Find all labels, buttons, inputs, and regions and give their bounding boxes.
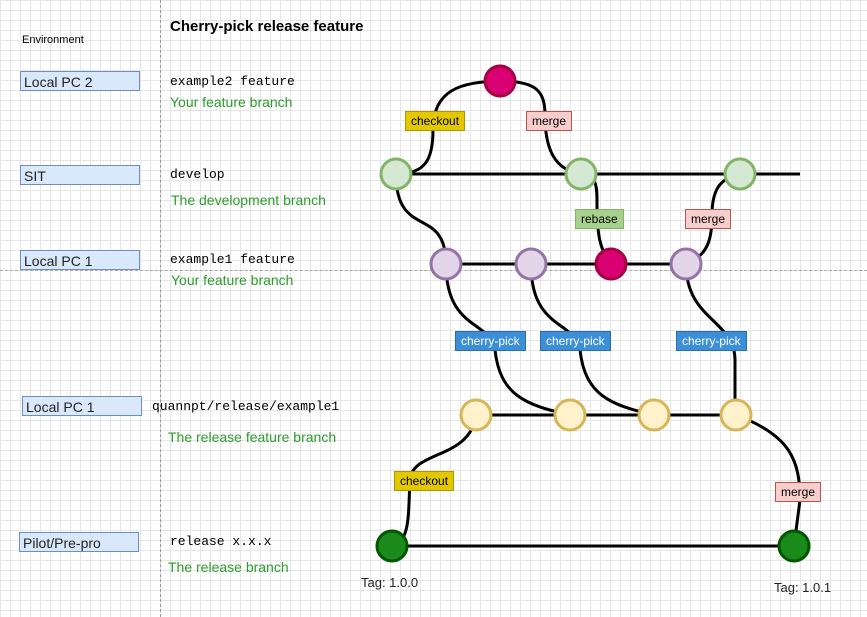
branch-desc-example1: Your feature branch — [171, 272, 294, 288]
tag-1-0-1: Tag: 1.0.1 — [774, 580, 832, 595]
branch-name-release-feature: quannpt/release/example1 — [152, 399, 340, 414]
env-local-pc-1: Local PC 1 — [20, 250, 140, 270]
cherry-pick-curve-3 — [684, 263, 737, 415]
branch-name-develop: develop — [170, 167, 225, 182]
branch-desc-release: The release branch — [168, 559, 289, 575]
commit-develop-2 — [564, 157, 598, 191]
commit-example2 — [483, 64, 517, 98]
label-cherry-pick-1: cherry-pick — [455, 331, 526, 351]
branch-name-example1: example1 feature — [170, 252, 295, 267]
branch-desc-develop: The development branch — [171, 192, 326, 208]
branch-name-example2: example2 feature — [170, 74, 295, 89]
env-sit: SIT — [20, 165, 140, 185]
environment-header: Environment — [22, 34, 84, 46]
label-merge-example2: merge — [526, 111, 573, 131]
commit-release-feature-3 — [637, 398, 671, 432]
commit-release-feature-4 — [719, 398, 753, 432]
label-rebase: rebase — [575, 209, 624, 229]
label-cherry-pick-2: cherry-pick — [540, 331, 611, 351]
commit-release-1 — [375, 529, 409, 563]
develop-to-example1-curve — [394, 173, 448, 265]
label-merge-develop: merge — [685, 209, 732, 229]
column-divider — [160, 0, 161, 617]
env-local-pc-1-release: Local PC 1 — [22, 396, 142, 416]
env-local-pc-2: Local PC 2 — [20, 71, 140, 91]
commit-release-2 — [777, 529, 811, 563]
diagram-title: Cherry-pick release feature — [170, 18, 364, 35]
branch-desc-example2: Your feature branch — [170, 94, 293, 110]
commit-example1-1 — [429, 247, 463, 281]
commit-develop-1 — [379, 157, 413, 191]
merge-curve-release — [735, 413, 802, 547]
commit-release-feature-1 — [459, 398, 493, 432]
branch-desc-release-feature: The release feature branch — [168, 429, 337, 445]
commit-example1-rebased — [594, 247, 628, 281]
commit-example1-2 — [514, 247, 548, 281]
label-cherry-pick-3: cherry-pick — [676, 331, 747, 351]
commit-example1-3 — [669, 247, 703, 281]
branch-name-release: release x.x.x — [170, 534, 272, 549]
label-merge-release: merge — [775, 482, 822, 502]
commit-release-feature-2 — [553, 398, 587, 432]
label-checkout-example2: checkout — [405, 111, 466, 131]
env-pilot-pre-pro: Pilot/Pre-pro — [19, 532, 139, 552]
commit-develop-3 — [723, 157, 757, 191]
label-checkout-release: checkout — [394, 471, 455, 491]
tag-1-0-0: Tag: 1.0.0 — [361, 575, 419, 590]
